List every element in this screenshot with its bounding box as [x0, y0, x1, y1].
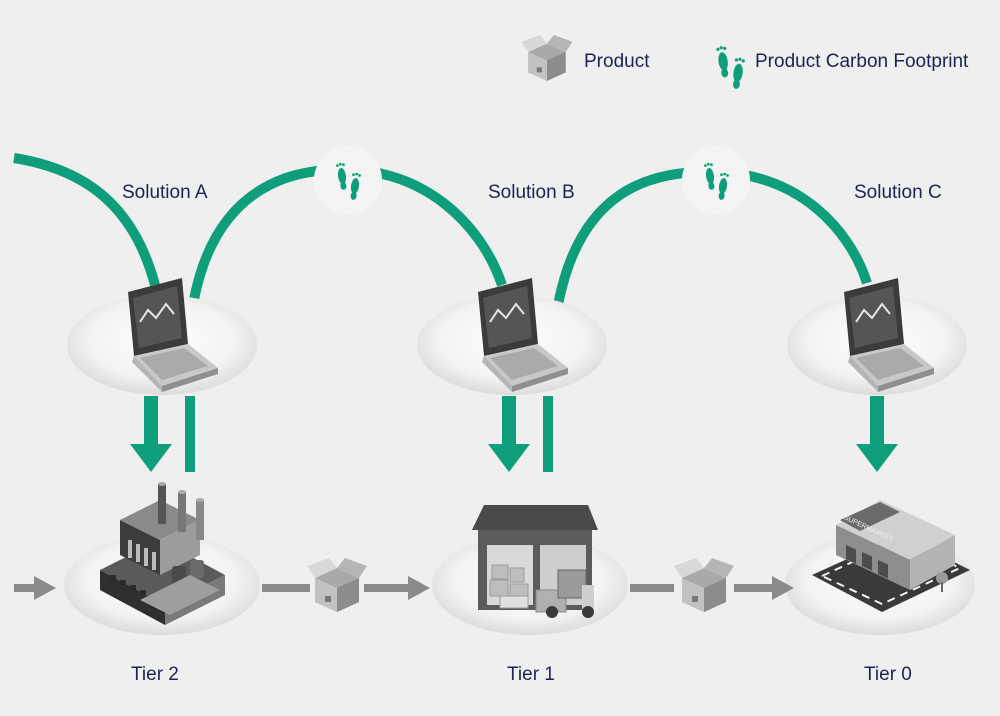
- solution-a-label: Solution A: [122, 182, 208, 203]
- data-down-arrows: [130, 396, 898, 472]
- solution-b-label: Solution B: [488, 182, 575, 203]
- tier-0-label: Tier 0: [864, 664, 912, 685]
- footprint-badge-2: [682, 146, 750, 214]
- legend-product-label: Product: [584, 51, 650, 72]
- solution-c-platform: [787, 277, 967, 395]
- footprint-badge-1: [314, 146, 382, 214]
- box-icon: [674, 558, 734, 612]
- solution-a-platform: [67, 277, 257, 395]
- tier-1-label: Tier 1: [507, 664, 555, 685]
- product-flow-arrows: [14, 576, 794, 600]
- factory-icon: [100, 482, 225, 625]
- supermarket-icon: SUPERMARKET: [812, 500, 970, 612]
- flow-curve-incoming: [13, 153, 160, 287]
- legend-footprint-label: Product Carbon Footprint: [755, 51, 969, 72]
- solution-c-label: Solution C: [854, 182, 942, 203]
- footprint-icon: [716, 45, 745, 89]
- box-icon: [521, 35, 573, 81]
- solution-b-platform: [417, 277, 607, 395]
- tier-2-label: Tier 2: [131, 664, 179, 685]
- box-icon: [307, 558, 367, 612]
- warehouse-icon: [472, 505, 598, 618]
